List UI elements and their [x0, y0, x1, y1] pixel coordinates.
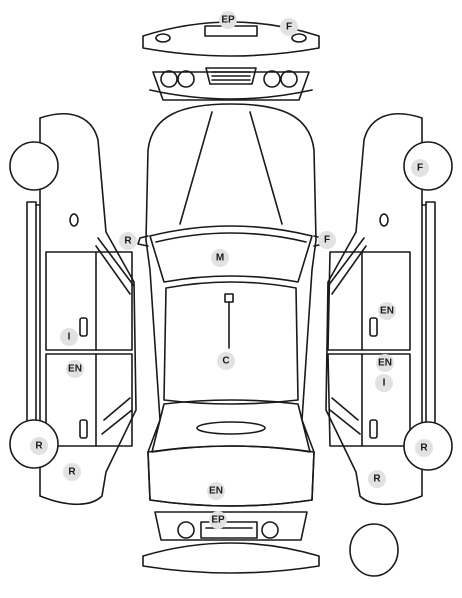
spare-wheel[interactable]: [349, 523, 399, 577]
marker-label: F: [286, 22, 292, 33]
marker-label: M: [216, 253, 224, 264]
marker-left-rear-wheel-r[interactable]: R: [30, 437, 48, 455]
marker-left-front-door-i[interactable]: I: [60, 328, 78, 346]
marker-label: I: [383, 378, 386, 389]
marker-label: R: [35, 441, 43, 452]
rear-lights[interactable]: [154, 511, 308, 541]
marker-right-rear-door-i[interactable]: I: [375, 374, 393, 392]
marker-label: R: [373, 474, 381, 485]
marker-label: R: [124, 236, 132, 247]
marker-label: EP: [211, 515, 225, 526]
marker-label: F: [417, 163, 423, 174]
marker-right-mirror-f[interactable]: F: [318, 231, 336, 249]
marker-rear-bumper-ep[interactable]: EP: [209, 511, 227, 529]
marker-label: R: [420, 443, 428, 454]
marker-left-rear-door-en[interactable]: EN: [66, 360, 84, 378]
marker-right-rear-wheel-r[interactable]: R: [415, 439, 433, 457]
marker-front-bumper-ep[interactable]: EP: [219, 11, 237, 29]
marker-right-rear-door-en[interactable]: EN: [376, 354, 394, 372]
car-body-top-view[interactable]: [145, 103, 317, 507]
marker-label: C: [222, 356, 229, 367]
marker-right-front-wheel-f[interactable]: F: [411, 159, 429, 177]
rear-bumper[interactable]: [142, 542, 320, 574]
left-front-wheel[interactable]: [9, 141, 59, 191]
marker-front-bumper-f[interactable]: F: [280, 18, 298, 36]
marker-label: F: [324, 235, 330, 246]
left-mirror[interactable]: [137, 235, 149, 247]
marker-left-rear-fender-r[interactable]: R: [63, 463, 81, 481]
marker-left-mirror-r[interactable]: R: [119, 232, 137, 250]
marker-label: EP: [221, 15, 235, 26]
marker-label: EN: [68, 364, 82, 375]
marker-label: R: [68, 467, 76, 478]
right-side-view[interactable]: [325, 113, 436, 506]
marker-label: EN: [378, 358, 392, 369]
marker-label: EN: [380, 306, 394, 317]
marker-label: I: [68, 332, 71, 343]
marker-right-rear-fender-r[interactable]: R: [368, 470, 386, 488]
marker-trunk-en[interactable]: EN: [207, 482, 225, 500]
marker-label: EN: [209, 486, 223, 497]
marker-right-front-door-en[interactable]: EN: [378, 302, 396, 320]
marker-roof-c[interactable]: C: [217, 352, 235, 370]
marker-windshield-m[interactable]: M: [211, 249, 229, 267]
front-grille[interactable]: [149, 67, 313, 101]
